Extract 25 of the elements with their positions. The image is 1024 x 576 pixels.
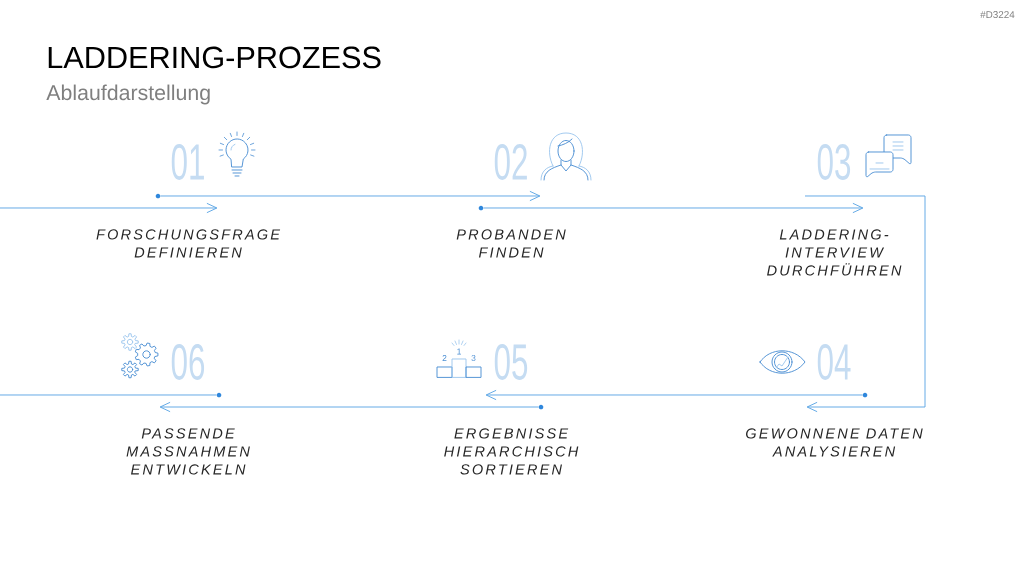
podium-number: 1 bbox=[457, 348, 461, 355]
step-label: GEWONNENE DATEN ANALYSIEREN bbox=[746, 428, 923, 457]
step-label: FORSCHUNGSFRAGE DEFINIEREN bbox=[96, 229, 281, 258]
step-label: ERGEBNISSE HIERARCHISCH SORTIEREN bbox=[444, 428, 579, 475]
step-number: 02 bbox=[494, 144, 527, 180]
reference-code: #D3224 bbox=[980, 11, 1015, 19]
podium-number: 2 bbox=[442, 355, 447, 361]
arrow bbox=[483, 202, 864, 214]
arrow bbox=[159, 401, 539, 413]
arrow bbox=[160, 190, 541, 202]
slide-title: LADDERING-PROZESS bbox=[48, 46, 381, 69]
connector-line bbox=[0, 394, 217, 396]
step-label: PROBANDEN FINDEN bbox=[456, 229, 566, 258]
arrow bbox=[804, 195, 926, 413]
step-number: 01 bbox=[171, 144, 204, 180]
podium-number: 3 bbox=[471, 355, 476, 361]
step-label: LADDERING-INTERVIEW DURCHFÜHREN bbox=[767, 229, 902, 276]
step-number: 05 bbox=[494, 344, 528, 380]
subtitle: Ablaufdarstellung bbox=[46, 84, 210, 105]
arrow bbox=[485, 389, 863, 401]
step-label: PASSENDE MASSNAHMEN ENTWICKELN bbox=[126, 428, 250, 475]
arrow bbox=[0, 202, 218, 214]
step-number: 04 bbox=[817, 344, 851, 380]
step-number: 06 bbox=[171, 344, 205, 380]
step-number: 03 bbox=[817, 144, 851, 180]
